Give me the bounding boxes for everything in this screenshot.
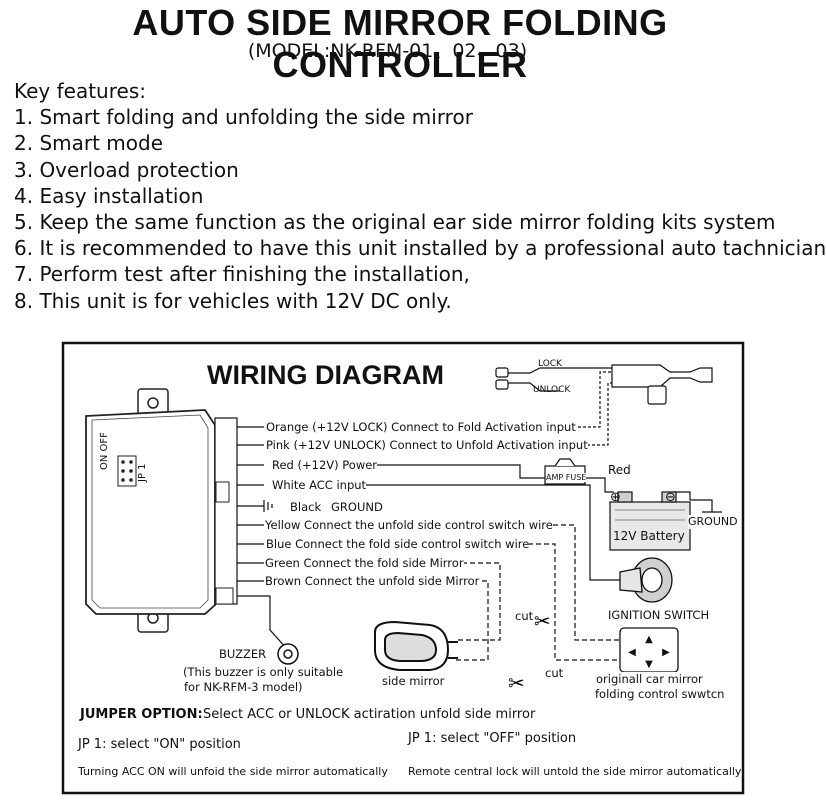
unlock-label: UNLOCK bbox=[533, 385, 571, 395]
feature-item: 7. Perform test after finishing the inst… bbox=[14, 262, 470, 287]
battery-red-label: Red bbox=[608, 463, 631, 477]
wire-green-label: Green Connect the fold side Mirror bbox=[265, 556, 464, 570]
ignition-switch-label: IGNITION SWITCH bbox=[608, 608, 710, 622]
remote-note: Remote central lock will untold the side… bbox=[408, 765, 742, 779]
wire-black-label: Black bbox=[290, 500, 322, 514]
feature-item: 2. Smart mode bbox=[14, 131, 164, 156]
model-subtitle: (MODEL:NK-RFM-01、02、03) bbox=[247, 40, 528, 62]
jumper-jp1-label: JP 1 bbox=[137, 463, 148, 482]
feature-item: 5. Keep the same function as the origina… bbox=[14, 210, 776, 235]
jumper-option-heading: JUMPER OPTION: bbox=[80, 707, 203, 722]
wire-yellow-label: Yellow Connect the unfold side control s… bbox=[265, 518, 553, 532]
wire-pink-label: Pink (+12V UNLOCK) Connect to Unfold Act… bbox=[266, 438, 588, 452]
diagram-border bbox=[61, 341, 745, 795]
wire-lines bbox=[237, 367, 722, 661]
acc-note: Turning ACC ON will unfoid the side mirr… bbox=[78, 765, 388, 779]
cut-label: cut bbox=[545, 666, 564, 680]
jp1-off-text: JP 1: select "OFF" position bbox=[408, 731, 577, 746]
ignition-switch-graphic bbox=[619, 557, 673, 603]
buzzer-note-line-2: for NK-RFM-3 model) bbox=[184, 680, 303, 694]
original-switch-label-2: folding control swwtcn bbox=[595, 687, 725, 701]
battery-ground-label: GROUND bbox=[688, 515, 738, 529]
feature-item: 1. Smart folding and unfolding the side … bbox=[14, 105, 473, 130]
scissors-icon: ✂ bbox=[534, 609, 551, 633]
original-mirror-switch-graphic: ▲ ▼ ◀ ▶ bbox=[619, 627, 679, 673]
wiring-diagram-graphic: ✂ ✂ ▲ ▼ ◀ ▶ bbox=[61, 341, 745, 795]
scissors-icon: ✂ bbox=[508, 671, 525, 695]
svg-text:▼: ▼ bbox=[645, 659, 653, 670]
feature-item: 3. Overload protection bbox=[14, 157, 239, 182]
original-switch-label-1: originall car mirror bbox=[596, 672, 703, 686]
lock-label: LOCK bbox=[538, 359, 562, 369]
wire-white-label: White ACC input bbox=[272, 478, 367, 492]
svg-text:▶: ▶ bbox=[662, 647, 670, 658]
wire-brown-label: Brown Connect the unfold side Mirror bbox=[265, 574, 480, 588]
feature-item: 6. It is recommended to have this unit i… bbox=[14, 236, 826, 261]
buzzer-label: BUZZER bbox=[219, 647, 267, 661]
battery-minus-icon: ⊖ bbox=[665, 490, 676, 505]
wire-red-label: Red (+12V) Power bbox=[272, 458, 378, 472]
side-mirror-graphic bbox=[374, 620, 458, 671]
wire-orange-label: Orange (+12V LOCK) Connect to Fold Activ… bbox=[266, 420, 576, 434]
jp1-on-text: JP 1: select "ON" position bbox=[78, 737, 241, 752]
features-list: Key features: 1. Smart folding and unfol… bbox=[14, 78, 826, 314]
features-heading: Key features: bbox=[14, 79, 146, 103]
svg-text:▲: ▲ bbox=[645, 634, 653, 645]
buzzer-graphic bbox=[277, 643, 299, 665]
battery-plus-icon: ⊕ bbox=[610, 490, 621, 505]
lock-connectors bbox=[495, 364, 713, 405]
controller-module bbox=[85, 388, 238, 633]
battery-label: 12V Battery bbox=[613, 529, 685, 543]
side-mirror-label: side mirror bbox=[382, 674, 445, 688]
buzzer-note-line-1: (This buzzer is only suitable bbox=[183, 665, 344, 679]
feature-item: 4. Easy installation bbox=[14, 183, 204, 208]
page-title: AUTO SIDE MIRROR FOLDING CONTROLLER bbox=[132, 2, 668, 85]
cut-label: cut bbox=[515, 609, 534, 623]
wire-blue-label: Blue Connect the fold side control switc… bbox=[266, 537, 530, 551]
jumper-option-text: Select ACC or UNLOCK actiration unfold s… bbox=[203, 707, 536, 722]
battery bbox=[609, 491, 691, 551]
wiring-diagram-title: WIRING DIAGRAM bbox=[207, 360, 444, 390]
feature-item: 8. This unit is for vehicles with 12V DC… bbox=[14, 288, 452, 313]
amp-fuse-label: AMP FUSE bbox=[546, 473, 587, 482]
ground-label: GROUND bbox=[331, 500, 383, 514]
jumper-on-off-label: ON OFF bbox=[99, 432, 110, 470]
svg-text:◀: ◀ bbox=[628, 647, 636, 658]
